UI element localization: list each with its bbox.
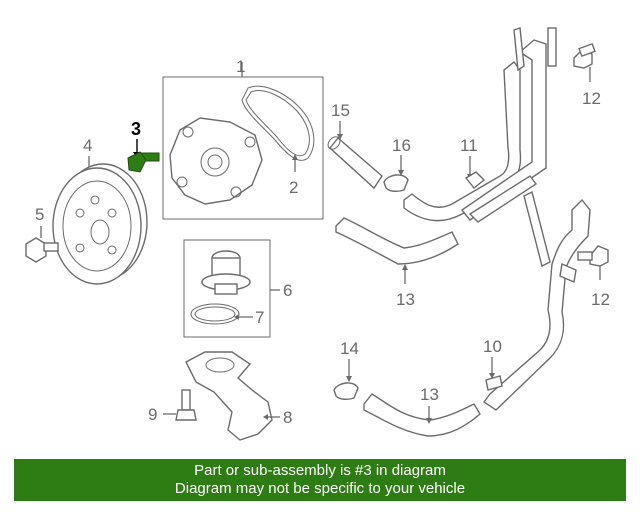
hose-15-group: 15 [327,101,383,190]
callout-9: 9 [148,405,157,424]
callout-3: 3 [131,119,141,139]
pulley-group: 4 5 [25,136,148,285]
pulley-front [52,167,142,285]
callout-11: 11 [460,136,478,155]
clamp-14-group: 14 [333,339,359,401]
callout-8: 8 [283,408,292,427]
hose-13b-group: 13 [363,385,481,437]
banner-line-1: Part or sub-assembly is #3 in diagram [194,462,446,479]
pump-gasket [241,85,315,161]
hose-13a-group: 13 [335,217,459,309]
bolt-12a-group: 12 [573,42,601,108]
pipe-10-group: 10 [482,190,591,411]
hose-13-upper [335,217,459,265]
callout-10: 10 [483,337,502,356]
pipe-bracket [559,263,577,283]
bracket-10 [485,375,503,391]
thermostat-group: 6 7 [183,239,292,338]
callout-12a: 12 [582,89,601,108]
pulley-bolt [25,237,47,263]
housing-group: 8 9 [148,351,292,441]
housing-bolt [181,389,191,411]
info-banner: Part or sub-assembly is #3 in diagram Di… [14,459,626,501]
clamp-14 [333,382,359,401]
callout-14: 14 [340,339,359,358]
callout-12b: 12 [591,290,610,309]
clamp-16-group: 16 [383,136,411,193]
lower-pipe [482,198,591,411]
callout-1: 1 [236,57,245,76]
water-pump-box [162,76,324,220]
thermostat-box [183,239,271,338]
bolt-12b [589,245,609,267]
water-pump-group: 1 2 [162,57,324,220]
callout-7: 7 [255,308,264,327]
thermostat-housing [185,351,273,441]
callout-2: 2 [289,178,298,197]
hose-13-lower [363,393,481,437]
pipe-11-group: 11 [403,27,557,223]
highlighted-bolt [127,151,160,173]
callout-6: 6 [283,281,292,300]
callout-5: 5 [35,205,44,224]
banner-line-2: Diagram may not be specific to your vehi… [174,480,466,497]
parts-diagram: 1 2 3 4 5 [25,27,610,441]
water-pump [169,117,263,205]
part-3-group: 3 [127,119,160,173]
callout-13a: 13 [396,290,415,309]
callout-13b: 13 [420,385,439,404]
hose-15 [329,136,383,190]
callout-15: 15 [331,101,350,120]
bolt-12b-group: 12 [577,245,610,309]
callout-4: 4 [83,136,92,155]
clamp-16 [383,174,409,193]
callout-16: 16 [392,136,411,155]
